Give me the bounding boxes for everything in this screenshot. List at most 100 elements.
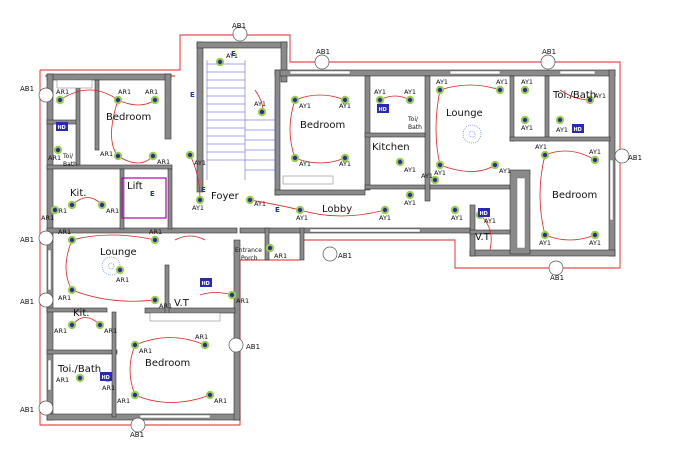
light-fixture-core bbox=[259, 109, 265, 115]
fixture-tag: AR1 bbox=[214, 397, 227, 405]
fixture-tag: AY1 bbox=[404, 199, 416, 207]
fixture-tag: AR1 bbox=[58, 294, 71, 302]
light-fixture-core bbox=[342, 97, 348, 103]
room-label-bedroom: Bedroom bbox=[145, 358, 190, 369]
fixture-tag: AR1 bbox=[159, 302, 172, 310]
fixture-tag: AY1 bbox=[254, 200, 266, 208]
light-fixture-core bbox=[247, 197, 253, 203]
room-label-bedroom: Bedroom bbox=[106, 112, 151, 123]
external-light-tag: AB1 bbox=[20, 85, 34, 93]
fixture-tag: AY1 bbox=[254, 100, 266, 108]
external-light-tag: AB1 bbox=[20, 298, 34, 306]
hd-unit-icon bbox=[377, 104, 389, 113]
room-label-entrance: Entrance bbox=[235, 247, 262, 254]
fixture-tag: AR1 bbox=[102, 384, 115, 392]
light-fixture-core bbox=[522, 117, 528, 123]
fixture-tag: AR1 bbox=[118, 88, 131, 96]
fixture-tag: AY1 bbox=[296, 214, 308, 222]
fixture-tag: AY1 bbox=[379, 214, 391, 222]
fixture-tag: AY1 bbox=[484, 217, 496, 225]
escape-marker: E bbox=[231, 50, 236, 58]
escape-marker: E bbox=[190, 91, 195, 99]
light-fixture-core bbox=[152, 97, 158, 103]
fixture-tag: AY1 bbox=[404, 166, 416, 174]
light-fixture-core bbox=[69, 322, 75, 328]
external-light-icon bbox=[314, 54, 330, 70]
fixture-tag: AY1 bbox=[192, 204, 204, 212]
fixture-tag: AY1 bbox=[589, 148, 601, 156]
external-light-tag: AB1 bbox=[20, 406, 34, 414]
light-fixture-core bbox=[217, 59, 223, 65]
room-label-lounge: Lounge bbox=[446, 108, 483, 119]
room-label-bath: Bath bbox=[63, 161, 77, 168]
fixture-tag: AR1 bbox=[117, 397, 130, 405]
hd-unit-tag: HD bbox=[202, 281, 210, 287]
external-light-icon bbox=[38, 292, 54, 308]
fixture-tag: AY1 bbox=[521, 124, 533, 132]
fixture-tag: AR1 bbox=[41, 214, 54, 222]
room-label-kitchen: Kitchen bbox=[372, 142, 410, 153]
fixture-tag: AR1 bbox=[58, 228, 71, 236]
room-label-porch: Porch bbox=[241, 255, 258, 262]
room-label-toi: Toi/ bbox=[407, 116, 419, 123]
light-fixture-core bbox=[587, 97, 593, 103]
fixture-tag: AR1 bbox=[104, 327, 117, 335]
fixture-tag: AY1 bbox=[521, 78, 533, 86]
fixture-tag: AY1 bbox=[299, 102, 311, 110]
hd-unit-icon bbox=[100, 372, 112, 381]
external-light-icon bbox=[38, 230, 54, 246]
room-label-bedroom: Bedroom bbox=[552, 190, 597, 201]
external-light-icon bbox=[232, 26, 248, 42]
light-fixture-core bbox=[592, 157, 598, 163]
light-fixture-core bbox=[69, 237, 75, 243]
external-light-tag: AB1 bbox=[246, 343, 260, 351]
hd-unit-tag: HD bbox=[480, 211, 488, 217]
fixture-tag: AR1 bbox=[54, 207, 67, 215]
room-label-lounge: Lounge bbox=[100, 247, 137, 258]
external-light-tag: AB1 bbox=[316, 48, 330, 56]
fixture-tag: AY1 bbox=[194, 159, 206, 167]
hd-unit-tag: HD bbox=[102, 375, 110, 381]
light-fixture-core bbox=[407, 97, 413, 103]
fixture-tag: AR1 bbox=[195, 333, 208, 341]
hd-unit-tag: HD bbox=[574, 127, 582, 133]
room-label-lift: Lift bbox=[127, 181, 143, 192]
room-label-lobby: Lobby bbox=[322, 204, 352, 215]
external-light-tag: AB1 bbox=[130, 431, 144, 439]
fixture-tag: AR1 bbox=[274, 252, 287, 260]
hd-unit-icon bbox=[200, 278, 212, 287]
fixture-tag: AY1 bbox=[589, 239, 601, 247]
fixture-tag: AR1 bbox=[139, 347, 152, 355]
fixture-tag: AY1 bbox=[535, 143, 547, 151]
room-label-kit: Kit. bbox=[70, 188, 86, 199]
room-label-bath: Bath bbox=[408, 124, 422, 131]
light-fixture-core bbox=[55, 147, 61, 153]
external-light-icon bbox=[130, 417, 146, 433]
room-label-kit: Kit. bbox=[73, 308, 89, 319]
light-fixture-core bbox=[382, 207, 388, 213]
external-light-tag: AB1 bbox=[20, 236, 34, 244]
room-label-vt: V.T bbox=[475, 232, 491, 243]
light-fixture-core bbox=[592, 232, 598, 238]
external-light-icon bbox=[548, 260, 564, 276]
external-light-icon bbox=[614, 148, 630, 164]
light-fixture-core bbox=[77, 375, 83, 381]
light-fixture-core bbox=[437, 87, 443, 93]
light-fixture-core bbox=[542, 152, 548, 158]
room-label-bedroom: Bedroom bbox=[300, 120, 345, 131]
external-light-icon bbox=[38, 87, 54, 103]
light-fixture-core bbox=[115, 153, 121, 159]
room-labels: Bedroom Bedroom Bedroom Bedroom Lounge L… bbox=[57, 90, 597, 375]
light-fixture-core bbox=[132, 392, 138, 398]
fixture-tag: AR1 bbox=[56, 376, 69, 384]
light-fixture-core bbox=[69, 287, 75, 293]
fixture-tag: AY1 bbox=[499, 167, 511, 175]
external-light-icon bbox=[38, 400, 54, 416]
fixture-tag: AR1 bbox=[149, 228, 162, 236]
external-light-tag: AB1 bbox=[232, 22, 246, 30]
fixture-tag: AY1 bbox=[436, 78, 448, 86]
light-fixture-core bbox=[492, 162, 498, 168]
fixture-tag: AY1 bbox=[539, 239, 551, 247]
fixture-tag: AY1 bbox=[339, 160, 351, 168]
